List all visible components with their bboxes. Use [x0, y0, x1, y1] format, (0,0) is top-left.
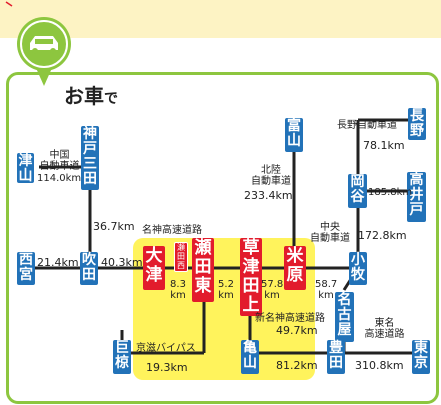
station-tsuyama: 津山: [17, 153, 34, 184]
station-setanishi: 瀬田西: [174, 242, 188, 272]
station-kobesanda: 神戸三田: [81, 126, 99, 190]
heading: お車で: [64, 80, 118, 109]
meishin-area: [133, 238, 315, 380]
heading-main: お車: [64, 84, 104, 108]
label-kusatsu-km: 5.2 km: [218, 279, 234, 301]
label-komaki-km: 58.7 km: [315, 279, 338, 301]
label-tomei-km: 310.8km: [355, 359, 404, 372]
label-maibara-km: 57.8 km: [261, 279, 284, 301]
station-otsu: 大津: [143, 246, 165, 290]
label-shinmeishin: 新名神高速道路: [255, 313, 325, 324]
label-chugoku-km: 114.0km: [37, 173, 82, 184]
label-suita-km: 40.3km: [101, 256, 143, 269]
station-nagoya: 名古屋: [335, 292, 354, 342]
label-nagano-km: 78.1km: [363, 139, 405, 152]
station-setahigashi: 瀬田東: [192, 238, 214, 302]
label-tomei: 東名 高速道路: [364, 318, 405, 340]
label-chugoku: 中国 自動車道: [39, 150, 80, 172]
label-shinmeishin-km: 49.7km: [276, 324, 318, 337]
station-okaya: 岡谷: [348, 174, 367, 208]
station-maibara: 米原: [284, 246, 306, 290]
label-nagano-road: 長野自動車道: [337, 120, 397, 131]
station-nishinomiya: 西宮: [17, 252, 35, 285]
station-takaido: 高井戸: [407, 172, 426, 222]
label-takaido-km: 185.8km: [368, 187, 413, 198]
station-kusatsutagami: 草津田上: [240, 238, 262, 316]
label-chuo: 中央 自動車道: [310, 222, 350, 244]
station-toyota: 豊田: [327, 340, 345, 374]
label-hokuriku-km: 233.4km: [244, 189, 293, 202]
station-kameyama: 亀山: [241, 340, 259, 374]
station-komaki: 小牧: [349, 252, 367, 285]
label-keiji-km: 19.3km: [146, 361, 188, 374]
header-band: [0, 0, 441, 38]
label-meishin: 名神高速道路: [142, 225, 202, 236]
label-kameyama-km: 81.2km: [276, 359, 318, 372]
label-seta-km: 8.3 km: [170, 279, 186, 301]
station-tokyo: 東京: [412, 340, 430, 374]
label-sanda-km: 36.7km: [93, 220, 135, 233]
label-nishinomiya-km: 21.4km: [37, 256, 79, 269]
station-kuri: 巨椋: [113, 340, 131, 374]
station-suita: 吹田: [80, 252, 98, 285]
label-hokuriku: 北陸 自動車道: [251, 165, 291, 187]
station-toyama: 富山: [285, 118, 303, 152]
car-icon: [17, 17, 71, 86]
heading-suffix: で: [104, 91, 118, 107]
label-keiji: 京滋バイパス: [136, 343, 196, 354]
label-chuo-km: 172.8km: [358, 229, 407, 242]
station-nagano: 長野: [408, 108, 426, 140]
